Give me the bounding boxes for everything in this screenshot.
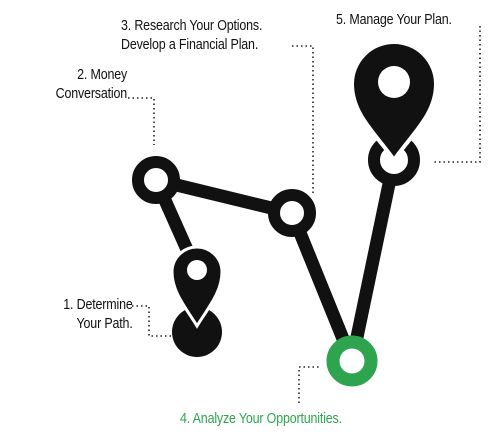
leader-line-step-3: [292, 45, 314, 193]
leader-line-step-5: [432, 26, 481, 163]
step-5-pin-icon: [349, 40, 439, 164]
step-1-label-line-1: 1. Determine: [63, 297, 133, 313]
step-2-label: 2. Money Conversation: [55, 66, 128, 104]
step-2-label-line-2: Conversation: [55, 86, 128, 102]
step-4-label: 4. Analyze Your Opportunities.: [180, 410, 386, 429]
step-1-label: 1. Determine Your Path.: [64, 296, 133, 334]
step-4-label-line-1: 4. Analyze Your Opportunities.: [180, 411, 342, 427]
step-3-label: 3. Research Your Options. Develop a Fina…: [121, 17, 262, 55]
leader-line-step-1: [132, 305, 172, 337]
step-3-label-line-1: 3. Research Your Options.: [121, 18, 263, 34]
step-1-pin-hole: [187, 260, 207, 280]
path-segment-4-5: [345, 153, 401, 368]
leader-line-step-4: [298, 366, 321, 403]
path-segment-3-4: [285, 206, 359, 368]
step-2-ring-icon: [132, 156, 180, 204]
step-2-marker: [132, 156, 180, 204]
leader-line-step-2: [128, 97, 155, 145]
step-3-ring-icon: [268, 189, 316, 237]
step-4-ring-icon: [326, 335, 378, 387]
step-3-label-line-2: Develop a Financial Plan.: [121, 37, 259, 53]
step-1-marker: [170, 245, 224, 357]
step-2-label-line-1: 2. Money: [77, 67, 127, 83]
step-5-pin-hole: [378, 66, 410, 98]
step-5-marker: [349, 40, 439, 186]
leader-lines: [128, 26, 481, 403]
step-4-marker: [326, 335, 378, 387]
step-1-label-line-2: Your Path.: [76, 316, 133, 332]
step-5-label-line-1: 5. Manage Your Plan.: [336, 12, 452, 28]
step-3-marker: [268, 189, 316, 237]
step-1-ground-dot: [172, 307, 222, 357]
step-1-pin-icon: [170, 245, 224, 329]
step-5-label: 5. Manage Your Plan.: [336, 11, 452, 30]
